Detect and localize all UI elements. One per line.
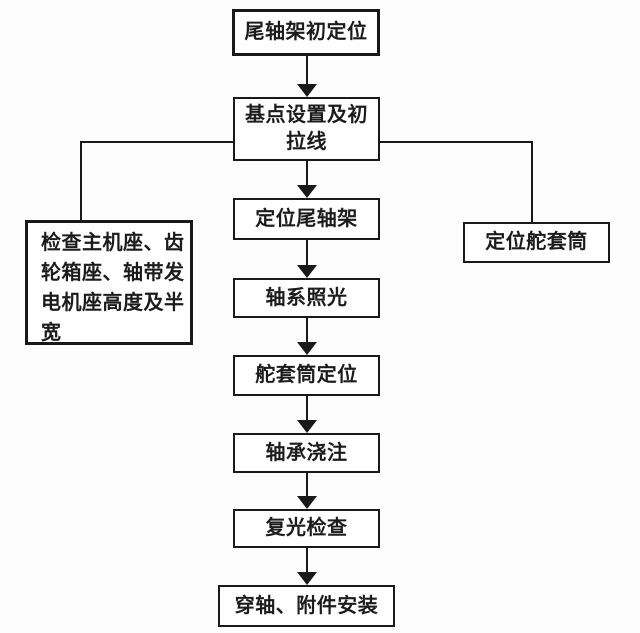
node-label: 穿轴、附件安装: [234, 594, 379, 617]
arrowhead-n6-n7: [297, 496, 317, 509]
node-recheck-light-sighting: 复光检查: [233, 509, 380, 548]
arrowhead-n3-n4: [297, 265, 317, 278]
node-label: 复光检查: [265, 517, 348, 539]
node-label-line: 检查主机座、齿: [41, 232, 185, 254]
node-tail-shaft-bracket-initial-positioning: 尾轴架初定位: [232, 9, 380, 56]
node-label: 尾轴架初定位: [244, 21, 368, 43]
arrowhead-n2-n3: [297, 185, 317, 198]
node-label-line: 轮箱座、轴带发: [41, 262, 185, 284]
node-check-seat-heights-and-half-breadth: 检查主机座、齿 轮箱座、轴带发 电机座高度及半 宽: [25, 220, 193, 345]
edge-line-n2-sideleft: [80, 141, 233, 220]
node-label-line: 电机座高度及半: [41, 292, 185, 314]
node-shafting-light-sighting: 轴系照光: [233, 278, 380, 318]
arrowhead-n5-n6: [297, 420, 317, 433]
edge-line-n2-sideright: [380, 141, 533, 222]
node-base-point-setup-and-initial-wire: 基点设置及初 拉线: [233, 97, 380, 161]
node-label: 轴承浇注: [265, 441, 348, 464]
node-position-rudder-sleeve: 定位舵套筒: [463, 222, 610, 263]
node-label-line: 宽: [41, 322, 62, 344]
node-label: 轴系照光: [265, 286, 348, 309]
node-label: 定位尾轴架: [255, 207, 358, 230]
node-label: 定位舵套筒: [485, 231, 588, 253]
node-position-tail-shaft-bracket: 定位尾轴架: [233, 198, 380, 240]
arrowhead-n1-n2: [297, 84, 317, 97]
arrowhead-n7-n8: [297, 572, 317, 585]
node-shaft-insertion-and-accessory-installation: 穿轴、附件安装: [218, 585, 395, 627]
node-bearing-pouring: 轴承浇注: [233, 433, 380, 473]
node-rudder-sleeve-positioning: 舵套筒定位: [233, 355, 380, 396]
node-label: 舵套筒定位: [255, 364, 358, 386]
node-label-line: 基点设置及初: [245, 104, 368, 126]
node-label-line: 拉线: [286, 131, 327, 153]
arrowhead-n4-n5: [297, 342, 317, 355]
